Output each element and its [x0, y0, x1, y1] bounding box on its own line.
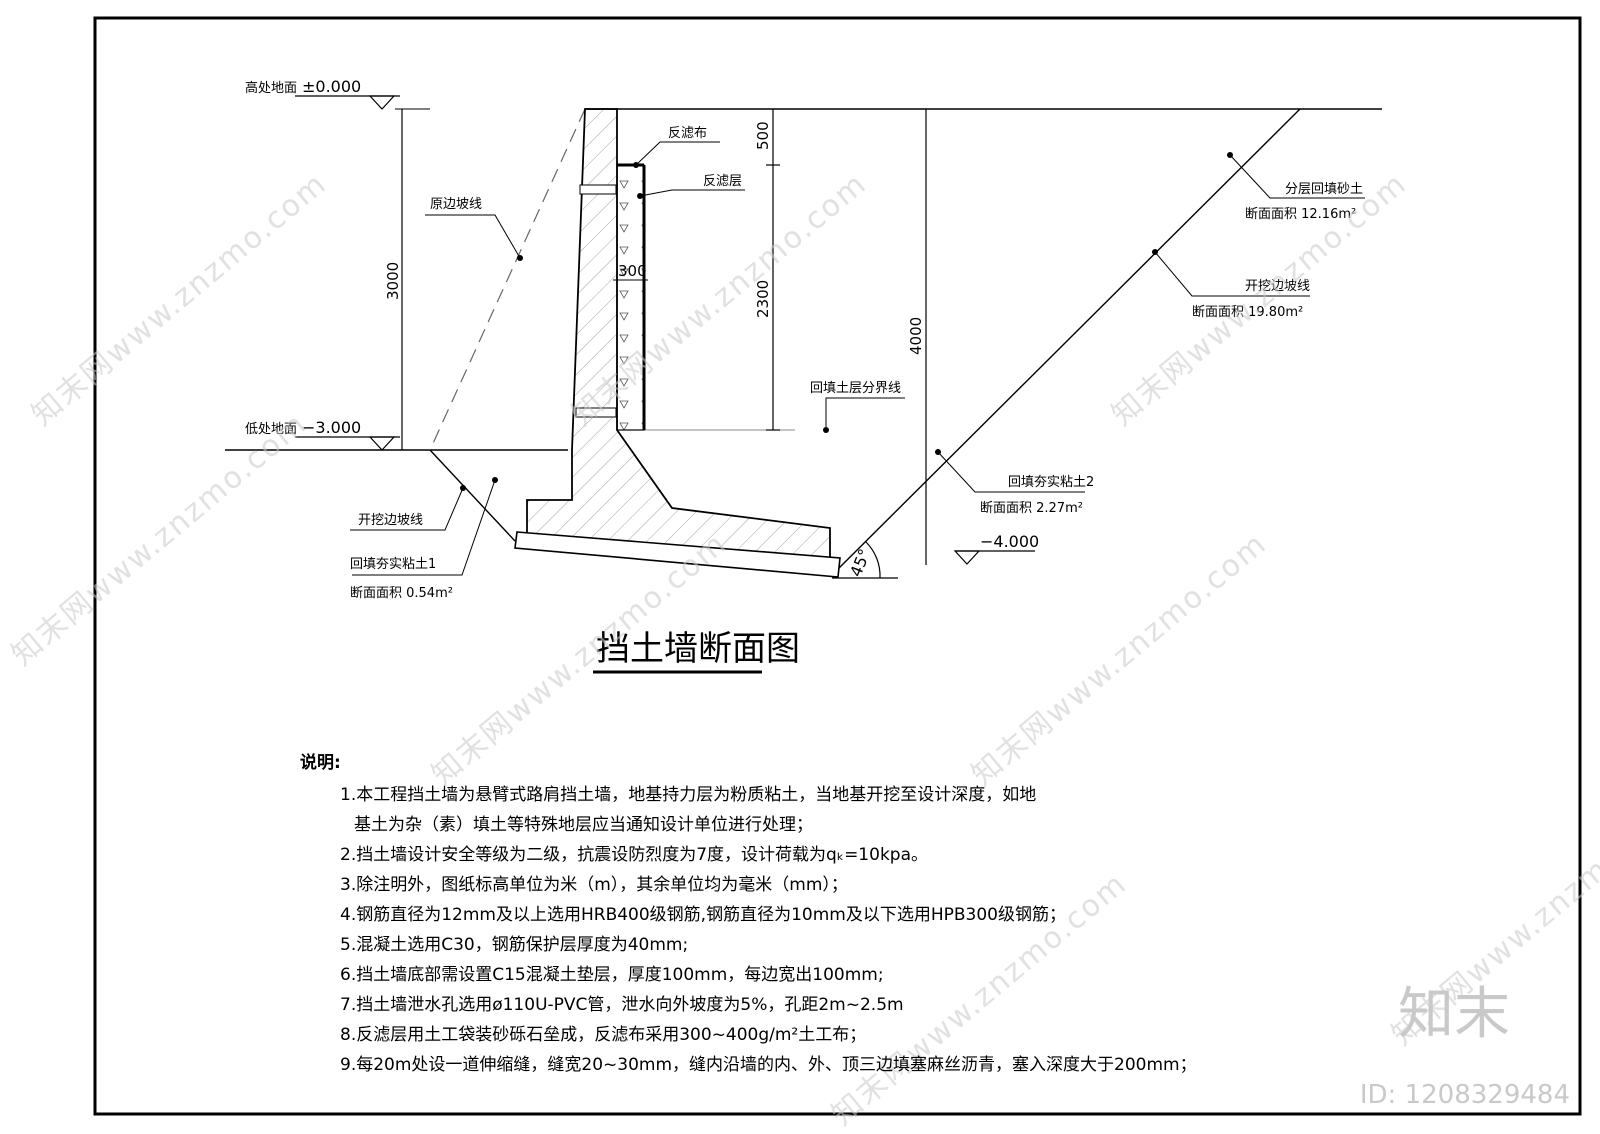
label-bottom-elev: −4.000	[980, 532, 1039, 551]
note-8: 8.反滤层用土工袋装砂砾石垒成，反滤布采用300~400g/m²土工布；	[340, 1025, 867, 1045]
label-excav-slope-right: 开挖边坡线	[1245, 279, 1310, 294]
diagram-title: 挡土墙断面图	[596, 629, 800, 669]
base-cushion	[514, 531, 841, 578]
label-layered-backfill: 分层回填砂土	[1285, 182, 1363, 197]
dim-300-text: 300	[618, 262, 647, 280]
leader-layered-backfill	[1229, 154, 1365, 199]
note-4: 4.钢筋直径为12mm及以上选用HRB400级钢筋,钢筋直径为10mm及以下选用…	[340, 905, 1066, 925]
high-elev-triangle	[368, 95, 396, 110]
note-2: 2.挡土墙设计安全等级为二级，抗震设防烈度为7度，设计荷载为qₖ=10kpa。	[340, 845, 928, 865]
note-3: 3.除注明外，图纸标高单位为米（m），其余单位均为毫米（mm）；	[340, 875, 848, 895]
filter-layer	[616, 164, 645, 431]
excavation-slope-right	[831, 108, 1301, 576]
leader-filter-layer	[639, 189, 745, 197]
notes-heading: 说明:	[300, 753, 341, 773]
original-slope-line	[429, 108, 586, 451]
label-area-054: 断面面积 0.54m²	[350, 586, 453, 601]
leader-orig-slope	[425, 214, 521, 259]
label-low-ground: 低处地面	[245, 422, 297, 437]
weep-hole-upper	[579, 184, 617, 195]
note-6: 6.挡土墙底部需设置C15混凝土垫层，厚度100mm，每边宽出100mm;	[340, 965, 884, 985]
leader-excav-left	[350, 487, 464, 531]
note-5: 5.混凝土选用C30，钢筋保护层厚度为40mm;	[340, 935, 689, 955]
weep-hole-lower	[575, 407, 617, 418]
dim-3000-text: 3000	[384, 262, 402, 300]
low-elev-triangle	[368, 436, 396, 451]
label-area-1980: 断面面积 19.80m²	[1192, 305, 1303, 320]
label-compact-clay-2: 回填夯实粘土2	[1008, 475, 1094, 490]
label-area-1216: 断面面积 12.16m²	[1245, 207, 1356, 222]
dim-500-text: 500	[754, 121, 772, 150]
label-high-ground: 高处地面	[245, 80, 297, 96]
leader-filter-cloth	[635, 141, 720, 166]
notes-section: 说明: 1.本工程挡土墙为悬臂式路肩挡土墙，地基持力层为粉质粘土，当地基开挖至设…	[300, 748, 1197, 1080]
label-filter-cloth: 反滤布	[668, 126, 707, 141]
angle-text: 45°	[846, 546, 874, 579]
angle-arc	[865, 541, 881, 579]
leader-clay2	[937, 451, 1085, 493]
leader-clay1	[352, 479, 496, 576]
label-compact-clay-1: 回填夯实粘土1	[350, 557, 436, 572]
label-high-elev: ±0.000	[302, 77, 361, 96]
drawing-frame	[93, 16, 1582, 1116]
label-filter-layer: 反滤层	[703, 174, 742, 189]
excavation-slope-left	[429, 449, 516, 542]
note-1: 1.本工程挡土墙为悬臂式路肩挡土墙，地基持力层为粉质粘土，当地基开挖至设计深度，…	[340, 785, 1037, 805]
note-1-cont: 基土为杂（素）填土等特殊地层应当通知设计单位进行处理；	[354, 815, 813, 835]
leader-excav-right	[1154, 251, 1310, 297]
brand-logo: 知末	[1398, 982, 1510, 1047]
dim-2300-text: 2300	[754, 280, 772, 318]
label-area-227: 断面面积 2.27m²	[980, 501, 1083, 516]
label-backfill-boundary: 回填土层分界线	[810, 381, 901, 396]
image-id: ID: 1208329484	[1359, 1080, 1570, 1110]
leader-boundary	[825, 397, 905, 430]
note-7: 7.挡土墙泄水孔选用ø110U-PVC管，泄水向外坡度为5%，孔距2m~2.5m	[340, 995, 904, 1015]
label-orig-slope: 原边坡线	[430, 197, 482, 212]
note-9: 9.每20m处设一道伸缩缝，缝宽20~30mm，缝内沿墙的内、外、顶三边填塞麻丝…	[340, 1055, 1197, 1075]
label-low-elev: −3.000	[302, 418, 361, 437]
bottom-elev-triangle	[953, 550, 981, 565]
dim-4000-text: 4000	[907, 317, 925, 355]
label-excav-slope-left: 开挖边坡线	[358, 513, 423, 528]
